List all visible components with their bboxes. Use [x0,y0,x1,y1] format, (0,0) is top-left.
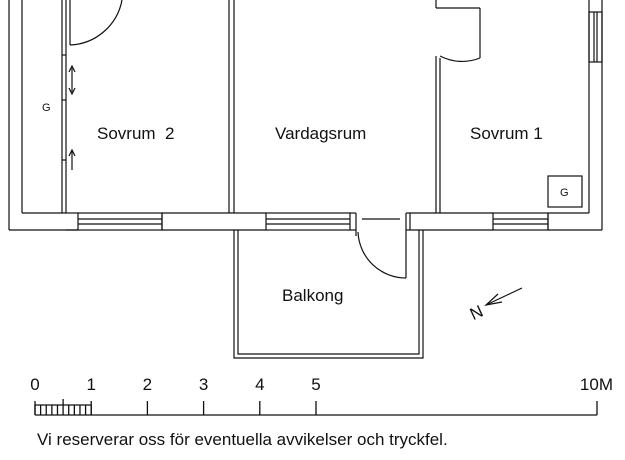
scale-label: 0 [30,375,39,394]
north-label: N [467,302,486,324]
outer-wall-bottom [66,212,602,231]
room-label-balkong: Balkong [282,286,343,305]
door-swing-sovrum1 [439,8,481,62]
sliding-door-arrows [68,64,76,170]
scale-bar [34,399,598,416]
scale-labels: 0 1 2 3 4 5 10M [30,375,613,394]
outer-wall-left [8,0,78,231]
wardrobe-wall [61,0,67,213]
scale-label: 3 [199,375,208,394]
door-swing-sovrum2 [69,0,123,46]
scale-label: 5 [311,375,320,394]
balcony-door [355,218,407,279]
storage-closet-right [547,175,583,208]
north-arrow-icon [484,287,523,306]
room-label-vardagsrum: Vardagsrum [275,124,366,143]
storage-mark-left: G [42,102,51,114]
room-label-sovrum1: Sovrum 1 [470,124,543,143]
disclaimer-text: Vi reserverar oss för eventuella avvikel… [37,430,448,449]
storage-mark-right: G [560,187,569,199]
outer-wall-right [588,0,603,230]
balcony-outline [233,230,424,359]
scale-label: 4 [255,375,264,394]
room-label-sovrum2: Sovrum 2 [97,124,174,143]
scale-label: 2 [143,375,152,394]
wall-sovrum2-vardagsrum [228,0,235,213]
scale-label: 10M [580,375,613,394]
wall-vardagsrum-sovrum1 [435,0,480,213]
scale-label: 1 [86,375,95,394]
